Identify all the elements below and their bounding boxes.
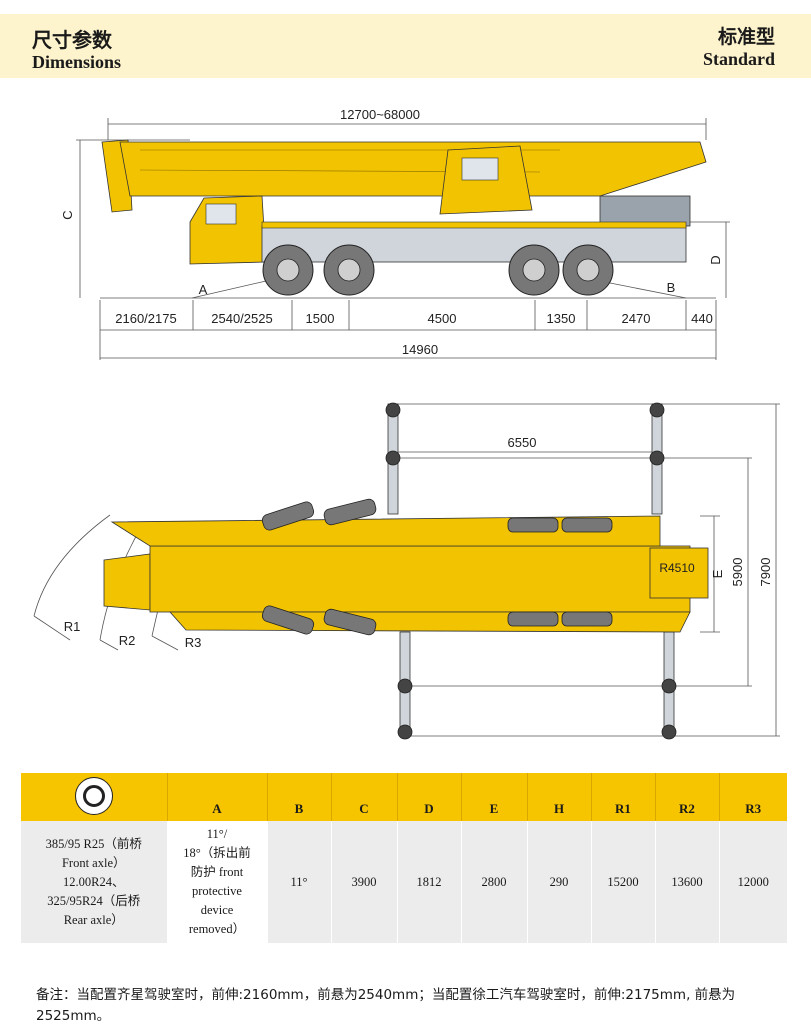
col-header-r3: R3 xyxy=(719,773,787,821)
tyre-cell: 385/95 R25（前桥 Front axle） 12.00R24、 325/… xyxy=(21,821,168,943)
h-value: 290 xyxy=(527,821,592,943)
table-row: 385/95 R25（前桥 Front axle） 12.00R24、 325/… xyxy=(21,821,787,943)
tyre-line: Rear axle） xyxy=(63,912,124,927)
radius-r2-label: R2 xyxy=(119,633,136,648)
outrigger-span-label: 6550 xyxy=(508,435,537,450)
d-value: 1812 xyxy=(397,821,462,943)
dimension-drawings: 12700~68000 C D A B 2160/2175 2540/2525 … xyxy=(33,107,780,740)
a-line: 11°/ xyxy=(206,827,228,841)
footnote: 备注：当配置齐星驾驶室时，前伸:2160mm，前悬为2540mm；当配置徐工汽车… xyxy=(36,987,736,1024)
col-header-d: D xyxy=(397,773,462,821)
width-outer-label: 7900 xyxy=(758,558,773,587)
tyre-line: 385/95 R25（前桥 xyxy=(45,836,142,851)
col-header-a: A xyxy=(167,773,268,821)
radius-r3-label: R3 xyxy=(185,635,202,650)
angle-b-label: B xyxy=(667,280,676,295)
width-e-label: E xyxy=(710,569,725,578)
a-line: device xyxy=(200,903,234,917)
tyre-line: 325/95R24（后桥 xyxy=(47,893,141,908)
a-cell: 11°/ 18°（拆出前 防护 front protective device … xyxy=(167,821,268,943)
a-line: protective xyxy=(192,884,242,898)
title-zh: 尺寸参数 xyxy=(32,28,112,52)
overall-length-label: 14960 xyxy=(402,342,438,357)
segment-label-1: 2540/2525 xyxy=(211,311,272,326)
tyre-line: Front axle） xyxy=(61,855,126,870)
col-header-r1: R1 xyxy=(591,773,656,821)
tyre-icon xyxy=(74,777,113,815)
a-line: 18°（拆出前 xyxy=(183,846,251,860)
tyre-line: 12.00R24、 xyxy=(63,874,125,889)
crane-top-illustration xyxy=(103,402,709,740)
segment-label-6: 440 xyxy=(691,311,713,326)
col-header-b: B xyxy=(267,773,332,821)
segment-label-3: 4500 xyxy=(428,311,457,326)
col-header-h: H xyxy=(527,773,592,821)
col-header-e: E xyxy=(461,773,528,821)
tyre-header xyxy=(21,773,168,821)
a-line: 防护 front xyxy=(190,865,244,879)
radius-r1-label: R1 xyxy=(64,619,81,634)
angle-a-label: A xyxy=(199,282,208,297)
type-en: Standard xyxy=(702,49,775,69)
col-header-c: C xyxy=(331,773,398,821)
title-en: Dimensions xyxy=(32,52,122,72)
r3-value: 12000 xyxy=(719,821,787,943)
side-view-dimension-lines xyxy=(76,118,730,360)
width-inner-label: 5900 xyxy=(730,558,745,587)
r1-value: 15200 xyxy=(591,821,656,943)
table-header-row: A B C D E H R1 R2 R3 xyxy=(21,773,787,821)
segment-label-2: 1500 xyxy=(306,311,335,326)
b-value: 11° xyxy=(267,821,332,943)
r2-value: 13600 xyxy=(655,821,720,943)
boom-length-label: 12700~68000 xyxy=(340,107,420,122)
c-value: 3900 xyxy=(331,821,398,943)
height-c-label: C xyxy=(60,210,75,219)
height-d-label: D xyxy=(708,255,723,264)
header-band: 尺寸参数 Dimensions 标准型 Standard xyxy=(0,14,811,78)
segment-label-4: 1350 xyxy=(547,311,576,326)
crane-side-illustration xyxy=(101,139,707,296)
e-value: 2800 xyxy=(461,821,528,943)
spec-table: A B C D E H R1 R2 R3 385/95 R25（前桥 Front… xyxy=(21,773,787,943)
a-line: removed） xyxy=(188,922,246,936)
tail-radius-label: R4510 xyxy=(659,561,695,575)
segment-label-5: 2470 xyxy=(622,311,651,326)
type-zh: 标准型 xyxy=(717,26,775,48)
segment-label-0: 2160/2175 xyxy=(115,311,176,326)
col-header-r2: R2 xyxy=(655,773,720,821)
